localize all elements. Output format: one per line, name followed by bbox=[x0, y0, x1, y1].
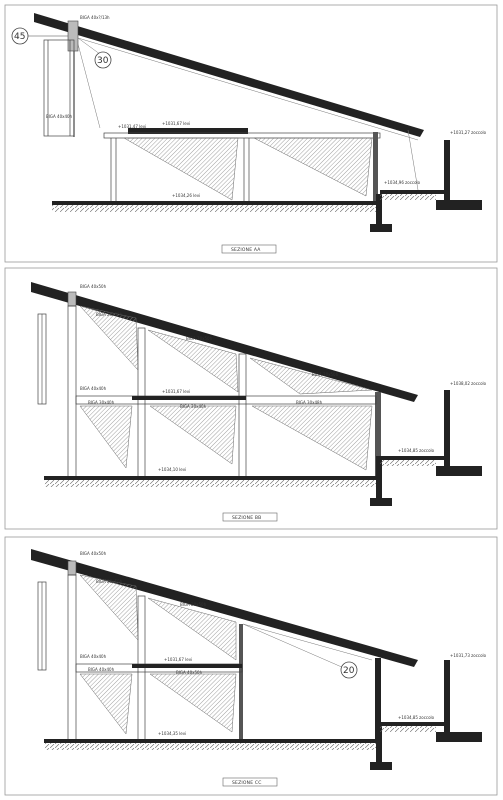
roof-slab bbox=[31, 282, 418, 402]
label-lev-slab: +1031,67 levi bbox=[164, 657, 192, 662]
label-beam-mid2: BIGA 40x40h bbox=[88, 667, 115, 672]
label-lev-ground: +1034,26 levi bbox=[172, 193, 200, 198]
label-beam-top: BIGA 40x?/13h bbox=[80, 15, 110, 20]
section-cc-title: SEZIONE CC bbox=[232, 780, 262, 786]
callout-30-text: 30 bbox=[97, 56, 109, 66]
section-aa-title-box bbox=[221, 244, 277, 254]
section-aa: 45 30 BIGA 40x?/13h BIGA 40x40h +1031,47… bbox=[4, 4, 498, 263]
section-bb-title-box bbox=[222, 512, 278, 522]
section-bb-title: SEZIONE BB bbox=[232, 515, 261, 521]
roof-slab bbox=[31, 549, 418, 667]
label-lev-ground: +1034,35 levi bbox=[158, 731, 186, 736]
callout-20-text: 20 bbox=[343, 666, 355, 676]
section-cc: 20 BIGA 40x50h BIGA 20x50h BIGA 20x50h B… bbox=[4, 536, 498, 796]
callout-20 bbox=[340, 661, 358, 679]
section-bb-frame bbox=[4, 267, 498, 530]
ground-line bbox=[52, 201, 380, 205]
label-beam-f1: BIGA 30x40h bbox=[180, 404, 207, 409]
label-beam-mid: BIGA 40x40h bbox=[80, 386, 107, 391]
label-lev-slab: +1031,67 levi bbox=[162, 389, 190, 394]
label-beam-mid2: BIGA 30x40h bbox=[88, 400, 115, 405]
label-beam-f1: BIGA 40x50h bbox=[176, 670, 203, 675]
label-beam-mid: BIGA 40x40h bbox=[80, 654, 107, 659]
label-beam-r1: BIGA 20x50h bbox=[96, 312, 123, 317]
callout-45-text: 45 bbox=[14, 32, 25, 42]
section-cc-title-box bbox=[222, 777, 278, 787]
label-beam-r2: BIGA 20x50h bbox=[180, 602, 207, 607]
left-wall bbox=[43, 39, 75, 137]
label-lev-zoccolo: +1031,73 zoccolo bbox=[450, 653, 487, 658]
label-beam-f2: BIGA 30x48h bbox=[296, 400, 323, 405]
label-beam-top: BIGA 40x50h bbox=[80, 551, 107, 556]
label-lev-slab: +1031,67 levi bbox=[162, 121, 190, 126]
label-lev-zoccolo: +1038,02 zoccolo bbox=[450, 381, 487, 386]
label-beam-r3: BIGA 20x50h bbox=[312, 372, 339, 377]
label-lev-right: +1034,85 zoccolo bbox=[398, 715, 435, 720]
callout-30 bbox=[94, 51, 112, 69]
label-beam-top: BIGA 40x50h bbox=[80, 284, 107, 289]
column-head bbox=[67, 20, 79, 52]
section-aa-title: SEZIONE AA bbox=[231, 247, 261, 253]
section-bb: BIGA 40x50h BIGA 20x50h BIGA 20x50h BIGA… bbox=[4, 267, 498, 530]
label-lev-right: +1034,85 zoccolo bbox=[398, 448, 435, 453]
label-lev-zoccolo: +1031,27 zoccolo bbox=[450, 130, 487, 135]
floor-slab bbox=[128, 128, 248, 134]
label-beam-r2: BIGA 20x50h bbox=[186, 336, 213, 341]
label-lev-floor: +1031,47 levi bbox=[118, 124, 146, 129]
section-aa-frame bbox=[4, 4, 498, 263]
label-beam-col: BIGA 40x40h bbox=[46, 114, 73, 119]
label-beam-r1: BIGA 20x50h bbox=[96, 579, 123, 584]
label-lev-right: +1034,96 zoccolo bbox=[384, 180, 421, 185]
label-lev-ground: +1034,10 levi bbox=[158, 467, 186, 472]
section-cc-frame bbox=[4, 536, 498, 796]
roof-slab bbox=[34, 13, 424, 137]
